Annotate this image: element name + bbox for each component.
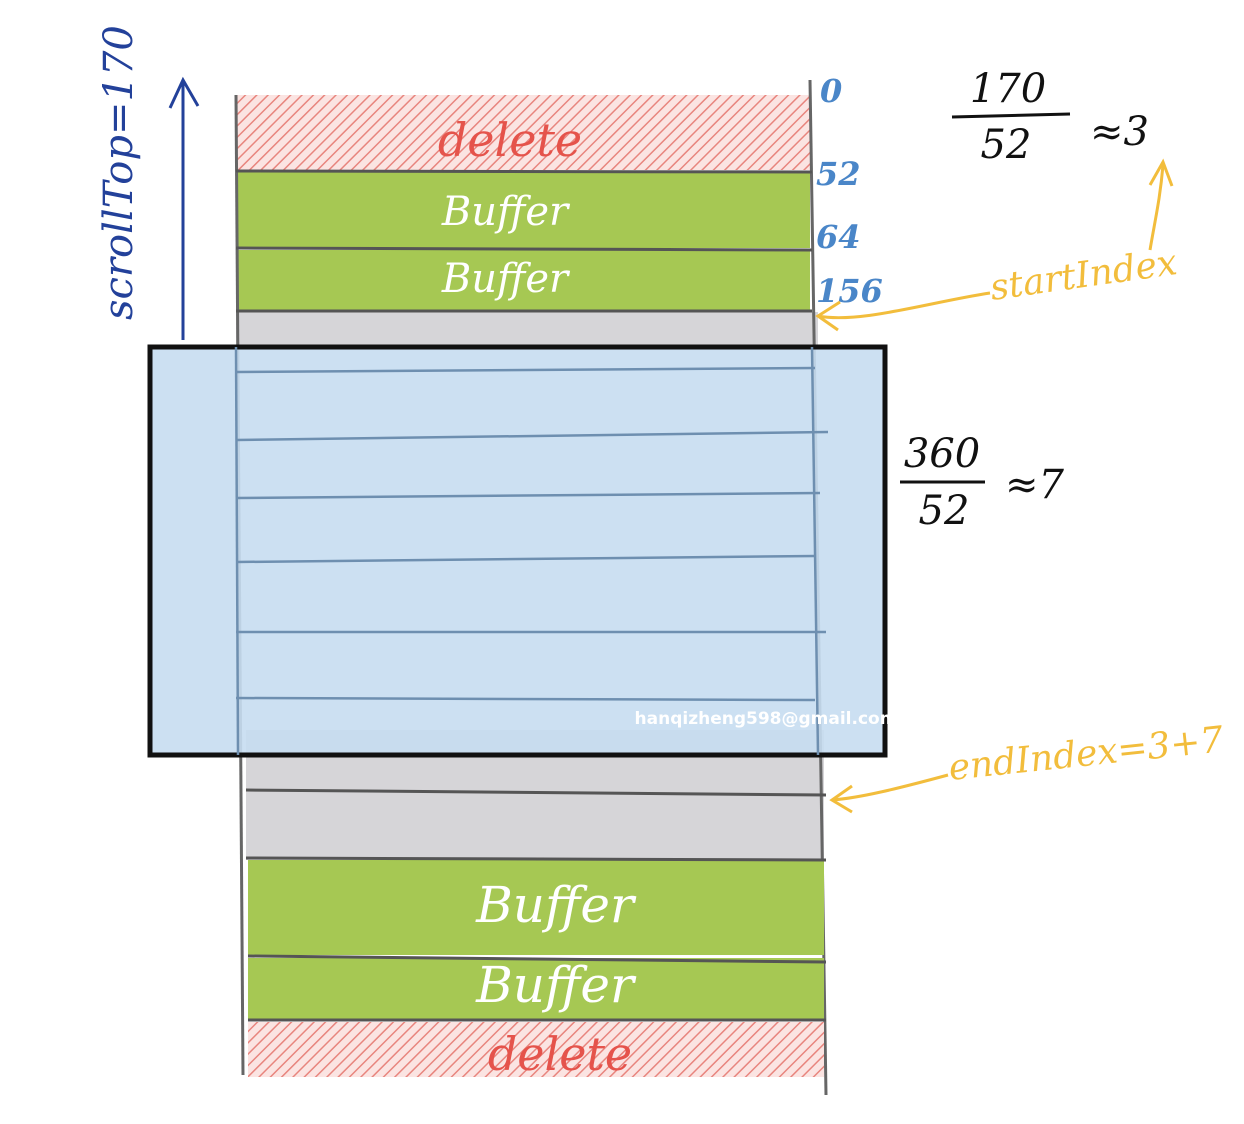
- offset-label: 156: [816, 272, 883, 310]
- start-fraction-numerator: 170: [970, 66, 1046, 112]
- visible-viewport: hanqizheng598@gmail.com: [147, 344, 898, 758]
- view-fraction-numerator: 360: [904, 431, 980, 477]
- scroll-top-arrow: scrollTop=170: [96, 25, 200, 340]
- scroll-top-label: scrollTop=170: [96, 25, 142, 320]
- top-buffer-2: Buffer: [236, 250, 810, 310]
- offset-label: 0: [820, 72, 842, 110]
- bottom-buffer-2: Buffer: [248, 956, 824, 1020]
- view-fraction-denominator: 52: [919, 488, 970, 534]
- visible-count-formula: 360 52 ≈7: [900, 431, 1065, 534]
- offset-labels: 0 52 64 156: [816, 72, 883, 310]
- bottom-delete-label: delete: [488, 1027, 632, 1081]
- bottom-buffer-1-label: Buffer: [475, 876, 637, 934]
- bottom-buffer-2-label: Buffer: [475, 956, 637, 1014]
- view-approx: ≈7: [1005, 462, 1065, 508]
- start-fraction-denominator: 52: [981, 122, 1032, 168]
- watermark-text: hanqizheng598@gmail.com: [635, 709, 898, 729]
- start-index-formula: 170 52 ≈3: [951, 66, 1149, 168]
- top-delete-label: delete: [438, 113, 582, 167]
- start-approx: ≈3: [1090, 109, 1149, 155]
- top-buffer-2-label: Buffer: [441, 256, 571, 302]
- top-buffer-1-label: Buffer: [441, 189, 571, 235]
- start-index-label: startIndex: [988, 242, 1180, 309]
- end-index-label: endIndex=3+7: [947, 719, 1226, 789]
- top-buffer-1: Buffer: [236, 172, 810, 248]
- bottom-delete-zone: delete: [248, 1022, 824, 1081]
- row-dividers: [235, 169, 827, 1022]
- top-delete-zone: delete: [236, 95, 810, 170]
- offset-label: 64: [816, 218, 861, 256]
- offset-label: 52: [816, 155, 861, 193]
- start-index-pointer: [815, 158, 1174, 332]
- end-index-pointer: [829, 773, 949, 814]
- bottom-buffer-1: Buffer: [248, 860, 824, 955]
